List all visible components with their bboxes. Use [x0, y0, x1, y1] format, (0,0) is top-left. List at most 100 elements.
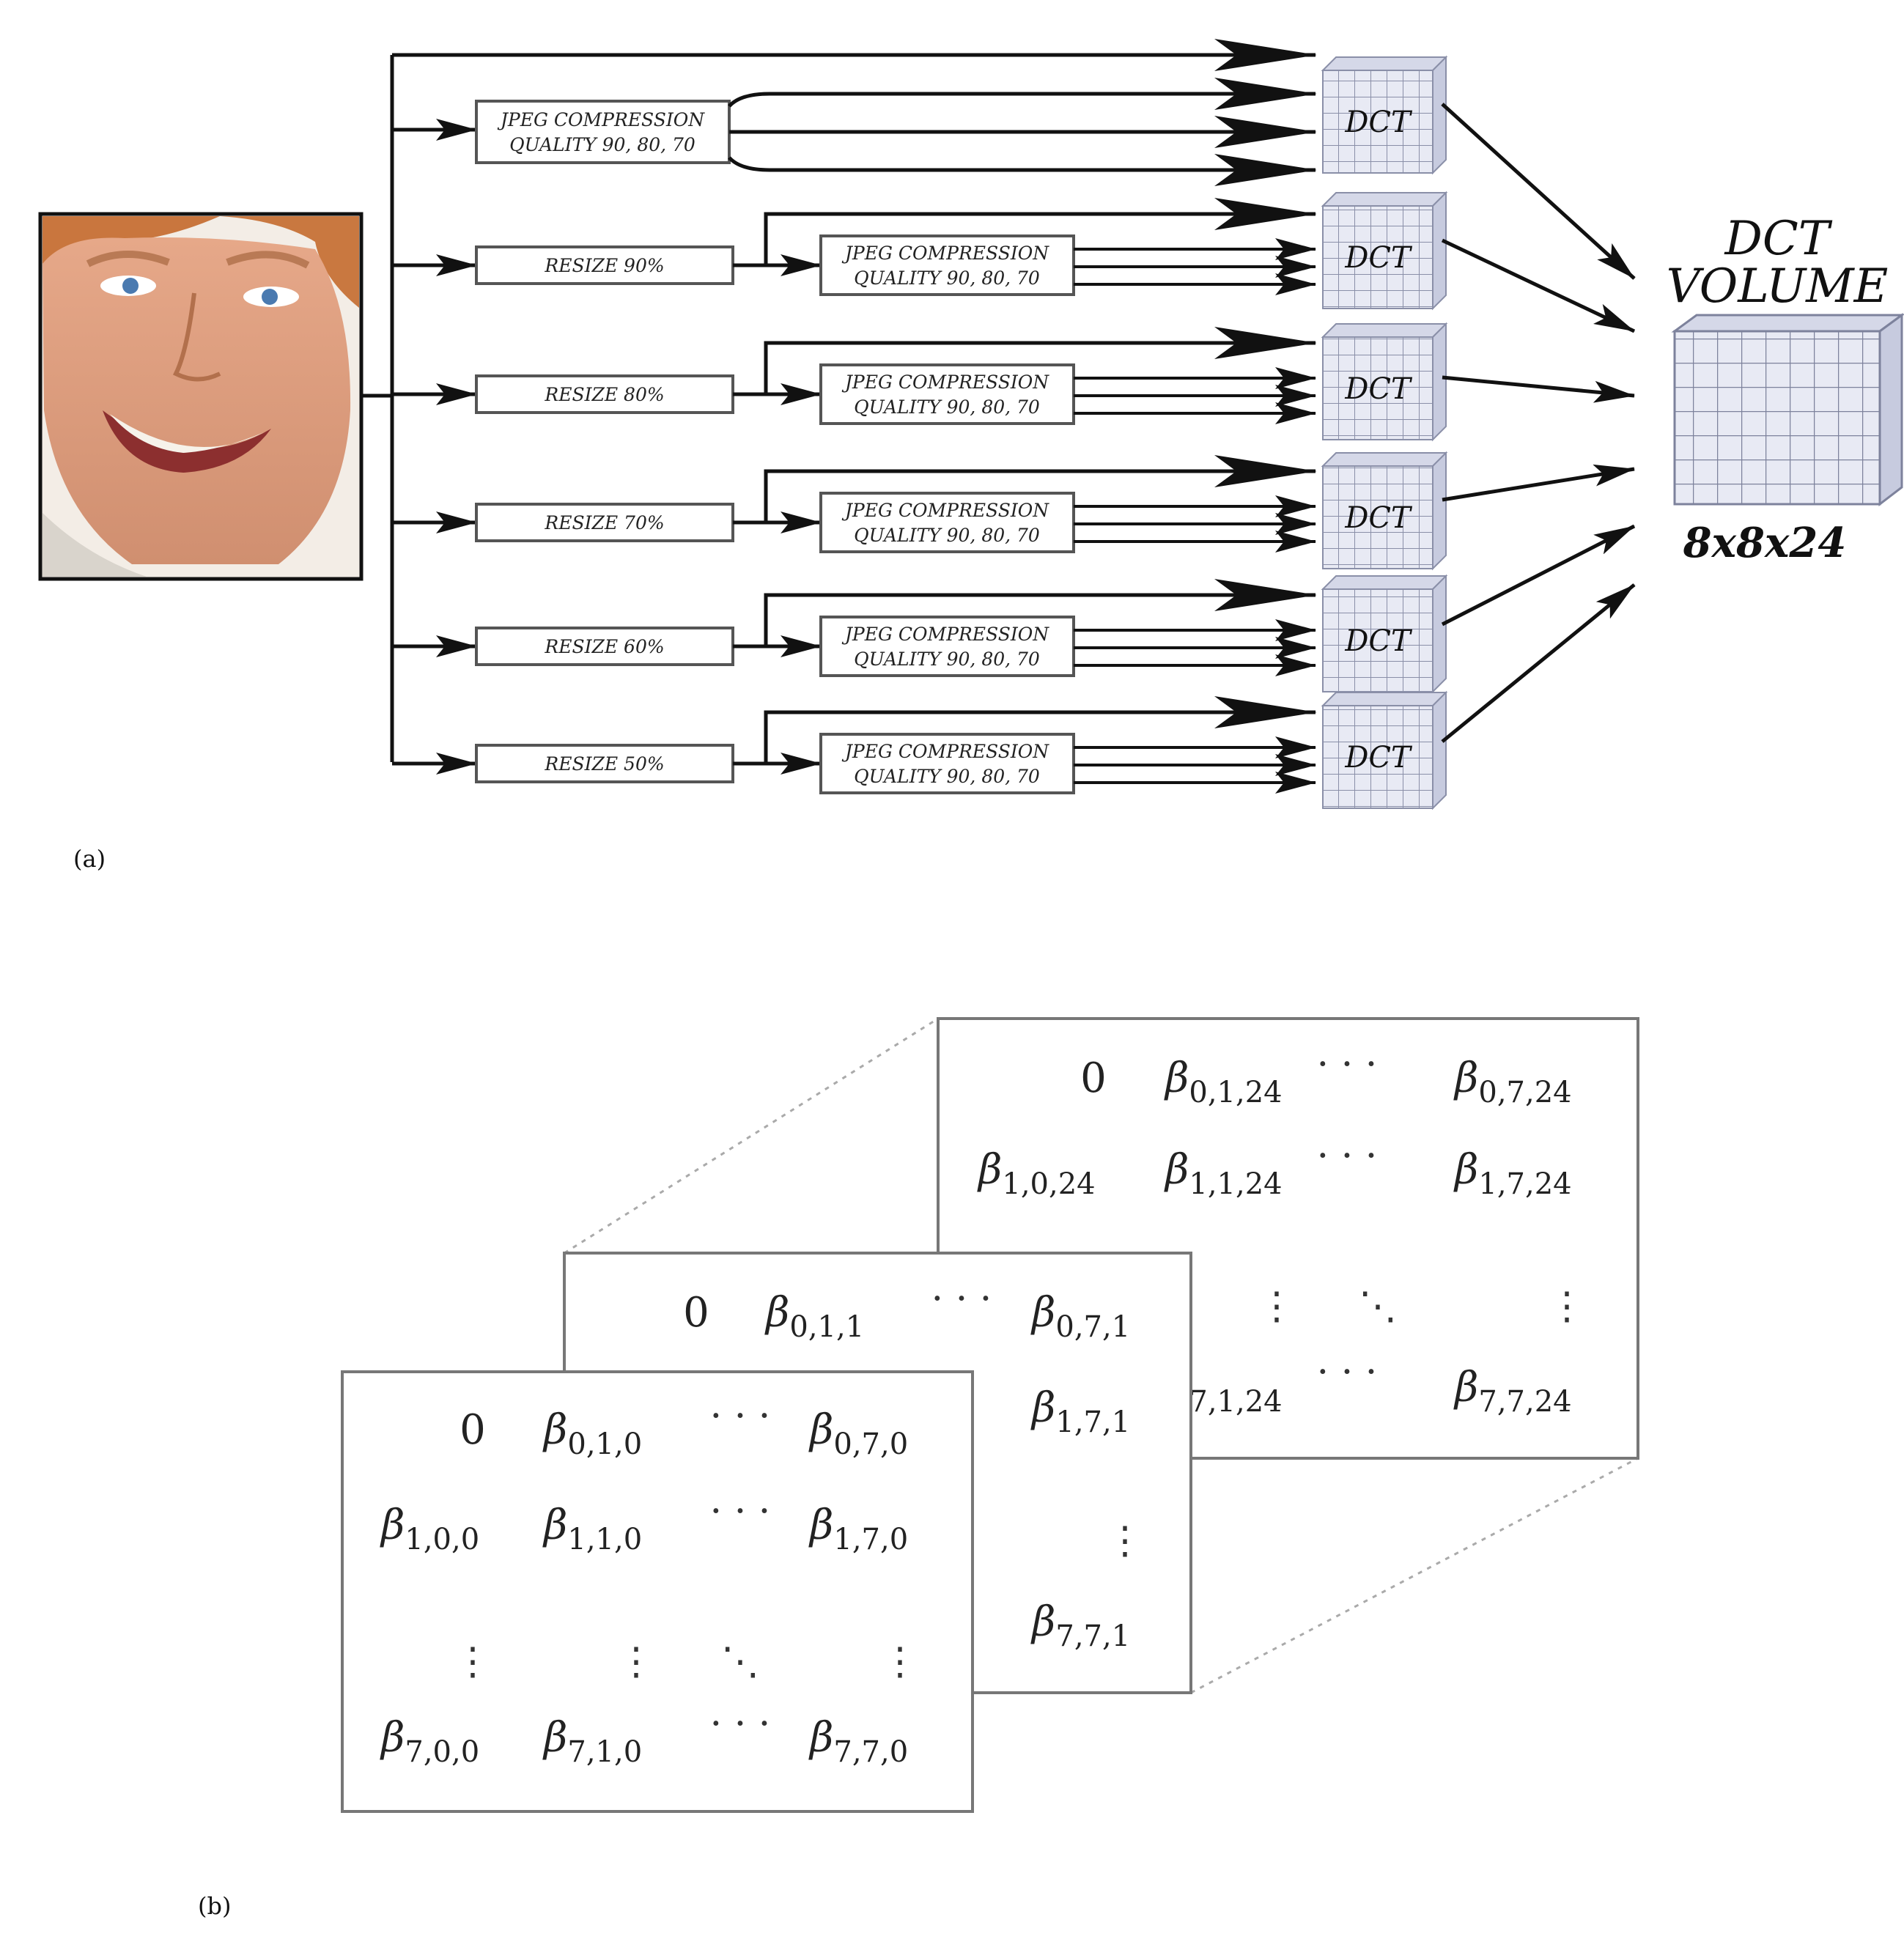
jpeg-box	[475, 100, 731, 164]
matrix-cell: β0,7,0	[808, 1406, 908, 1461]
resize-box	[475, 245, 734, 285]
jpeg-box	[819, 616, 1075, 677]
jpeg-box-label: QUALITY 90, 80, 70	[854, 267, 1040, 289]
panel-a-label: (a)	[73, 845, 106, 873]
matrix-dots: ⋮	[881, 1640, 919, 1684]
volume-title: DCT	[1724, 212, 1833, 266]
bypass-arrow	[764, 579, 1317, 646]
matrix-cell: β7,7,1	[1030, 1598, 1130, 1653]
jpeg-box-label: JPEG COMPRESSION	[841, 500, 1049, 521]
resize-row: RESIZE 80% JPEG COMPRESSION QUALITY 90, 80…	[392, 327, 1317, 425]
matrix-dots: ⋮	[617, 1640, 655, 1684]
bypass-arrow	[764, 327, 1317, 394]
face-photo	[38, 212, 364, 581]
jpeg-box-label: JPEG COMPRESSION	[841, 624, 1049, 645]
resize-box-label: RESIZE 90%	[544, 255, 664, 276]
dct-label: DCT	[1344, 624, 1413, 658]
jpeg-box	[819, 363, 1075, 425]
jpeg-box	[819, 234, 1075, 296]
matrix-layer-24: 0 β0,1,24 · · · β0,7,24 β1,0,24 β1,1,24 …	[937, 1017, 1639, 1460]
matrix-cell: β7,7,24	[1453, 1364, 1572, 1419]
dct-cubes: DCT DCT DCT DCT DCT DCT	[1321, 55, 1448, 810]
matrix-cell: β0,7,24	[1453, 1054, 1572, 1109]
matrix-cell: β1,7,0	[808, 1501, 908, 1556]
dct-cube: DCT	[1321, 451, 1448, 571]
matrix-cell: β1,1,24	[1164, 1146, 1283, 1201]
jpeg-box-label: JPEG COMPRESSION	[841, 243, 1049, 264]
trunk-lines	[361, 55, 394, 762]
dct-cube: DCT	[1321, 191, 1448, 311]
jpeg-box	[819, 733, 1075, 794]
matrix-cell: β7,7,0	[808, 1714, 908, 1769]
matrix-cell: β0,7,1	[1030, 1289, 1130, 1344]
matrix-dots: · · ·	[710, 1394, 771, 1438]
dct-arrow	[1441, 524, 1636, 627]
dct-arrow	[1441, 238, 1636, 333]
bypass-arrow	[764, 198, 1317, 265]
jpeg-box-label: QUALITY 90, 80, 70	[854, 396, 1040, 418]
jpeg-box-label: QUALITY 90, 80, 70	[509, 134, 695, 155]
jpeg-box-label: JPEG COMPRESSION	[841, 372, 1049, 393]
resize-box-label: RESIZE 60%	[544, 636, 664, 657]
matrix-dots: · · ·	[710, 1490, 771, 1534]
resize-box-label: RESIZE 80%	[544, 384, 664, 405]
dct-arrow	[1442, 464, 1635, 502]
matrix-cell: β0,1,24	[1164, 1054, 1283, 1109]
dct-arrow	[1441, 583, 1636, 743]
dct-cube: DCT	[1321, 690, 1448, 810]
resize-box-label: RESIZE 50%	[544, 753, 664, 775]
matrix-cell: β1,7,24	[1453, 1146, 1572, 1201]
matrix-dots: · · ·	[1317, 1351, 1378, 1394]
matrix-dots: · · ·	[931, 1277, 992, 1321]
jpeg-box-label: JPEG COMPRESSION	[497, 109, 705, 130]
matrix-dots: · · ·	[710, 1702, 771, 1746]
matrix-cell: β1,0,0	[380, 1501, 479, 1556]
matrix-cell: β7,1,0	[542, 1714, 642, 1769]
volume-title: VOLUME	[1667, 259, 1889, 314]
matrix-cell: β0,1,1	[764, 1289, 864, 1344]
dct-label: DCT	[1344, 372, 1413, 406]
matrix-dots: ⋮	[1548, 1285, 1586, 1329]
matrix-cell: β1,1,0	[542, 1501, 642, 1556]
resize-row: RESIZE 90% JPEG COMPRESSION QUALITY 90, 80…	[392, 198, 1317, 296]
resize-box-label: RESIZE 70%	[544, 512, 664, 533]
matrix-cell: β7,0,0	[380, 1714, 479, 1769]
row-original: JPEG COMPRESSION QUALITY 90, 80, 70	[392, 39, 1317, 186]
matrix-layer-0: 0 β0,1,0 · · · β0,7,0 β1,0,0 β1,1,0 · · …	[341, 1370, 974, 1813]
matrix-cell: β1,7,1	[1030, 1384, 1130, 1439]
panel-b: 0 β0,1,24 · · · β0,7,24 β1,0,24 β1,1,24 …	[198, 1017, 1639, 1920]
resize-rows: RESIZE 90% JPEG COMPRESSION QUALITY 90, 80…	[392, 198, 1317, 794]
dct-to-volume-arrows	[1441, 103, 1636, 743]
matrix-cell: β0,1,0	[542, 1406, 642, 1461]
matrix-dots: · · ·	[1317, 1134, 1378, 1178]
dct-arrow	[1442, 375, 1635, 403]
bypass-arrow	[764, 455, 1317, 522]
dct-cube: DCT	[1321, 322, 1448, 442]
bypass-arrow	[764, 696, 1317, 764]
matrix-cell: 0	[460, 1406, 486, 1454]
resize-box	[475, 503, 734, 542]
matrix-cell: 0	[1080, 1054, 1107, 1102]
matrix-dots: ⋮	[454, 1640, 492, 1684]
matrix-dots: · · ·	[1317, 1043, 1378, 1087]
matrix-dots: ⋮	[1258, 1285, 1296, 1329]
resize-row: RESIZE 70% JPEG COMPRESSION QUALITY 90, 80…	[392, 455, 1317, 553]
dct-label: DCT	[1344, 501, 1413, 535]
jpeg-box-label: QUALITY 90, 80, 70	[854, 766, 1040, 787]
resize-row: RESIZE 60% JPEG COMPRESSION QUALITY 90, 80…	[392, 579, 1317, 677]
dct-arrow	[1441, 103, 1636, 280]
jpeg-box-label: QUALITY 90, 80, 70	[854, 525, 1040, 546]
volume-dims: 8x8x24	[1683, 519, 1847, 567]
matrix-dots: ⋮	[1106, 1519, 1144, 1563]
resize-box	[475, 374, 734, 414]
dct-cube: DCT	[1321, 55, 1448, 175]
resize-box	[475, 627, 734, 666]
dct-label: DCT	[1344, 106, 1413, 139]
jpeg-box-label: QUALITY 90, 80, 70	[854, 649, 1040, 670]
dct-label: DCT	[1344, 241, 1413, 275]
panel-b-label: (b)	[198, 1892, 231, 1920]
dct-label: DCT	[1344, 741, 1413, 775]
panel-a: JPEG COMPRESSION QUALITY 90, 80, 70 RESI…	[38, 39, 1904, 873]
